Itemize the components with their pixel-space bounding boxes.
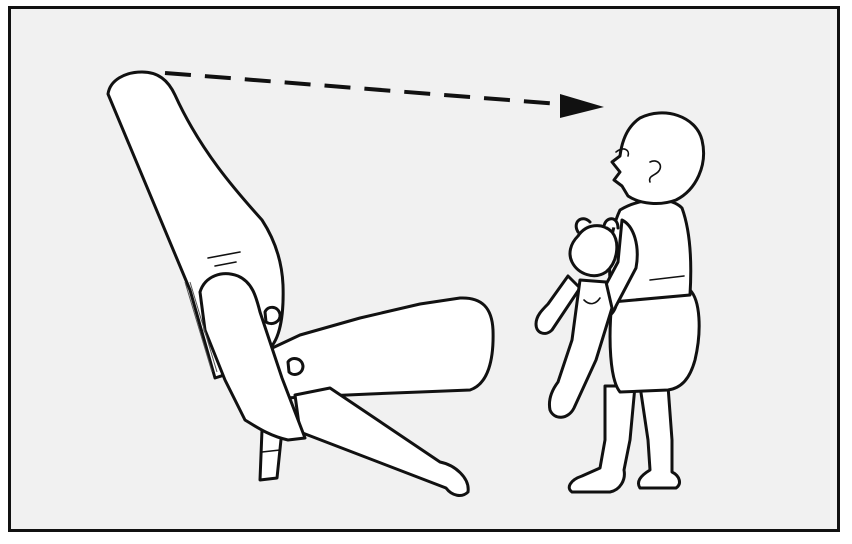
seat-cushion: [266, 298, 493, 398]
seat-base-runner: [295, 388, 468, 495]
child-leg-back: [638, 386, 679, 488]
dashed-arrow-line: [165, 73, 572, 105]
seat-knob-upper: [265, 307, 280, 323]
child-leg-front: [569, 386, 635, 492]
dashed-arrow: [165, 73, 604, 118]
child-seat-icon: [108, 72, 493, 495]
arrow-head-icon: [560, 94, 604, 118]
child-shorts: [610, 290, 699, 392]
child-head: [612, 113, 704, 204]
seat-knob-lower: [288, 359, 303, 375]
